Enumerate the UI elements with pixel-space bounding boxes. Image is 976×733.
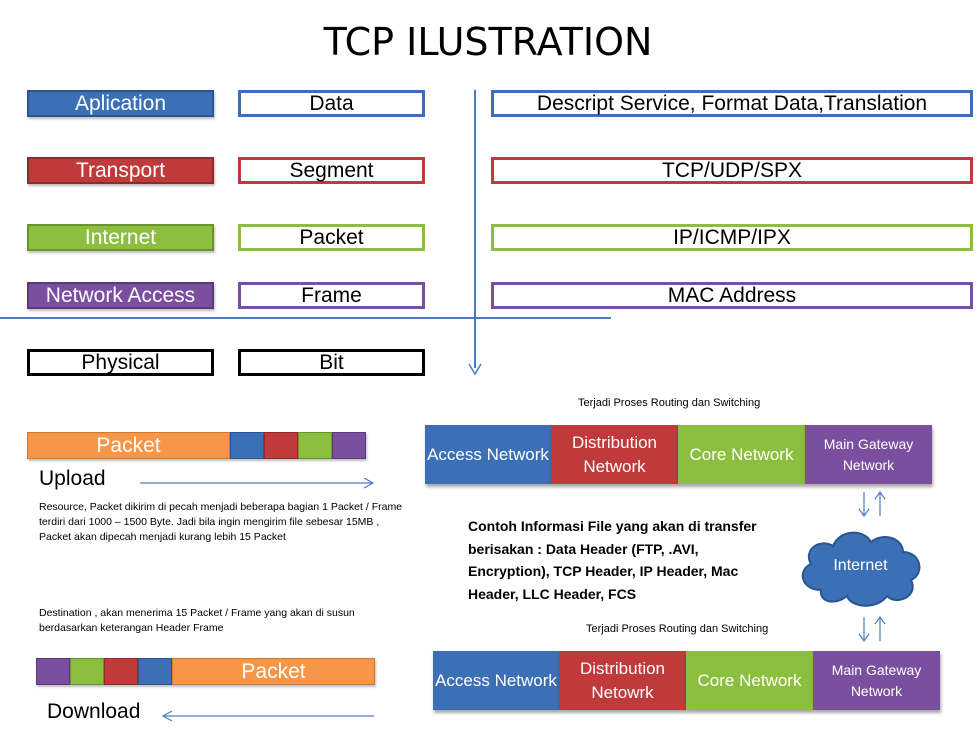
layer-unit-packet: Packet (238, 224, 425, 251)
upload-packet-bar: Packet (27, 432, 366, 459)
layer-name-physical: Physical (27, 349, 214, 376)
layer-name-internet: Internet (27, 224, 214, 251)
upload-segment-green (298, 432, 332, 459)
arrow-down-icon (468, 363, 482, 376)
upload-segment-red (264, 432, 298, 459)
access-network-block: Access Network (433, 651, 559, 710)
layer-unit-segment: Segment (238, 157, 425, 184)
routing-caption-top: Terjadi Proses Routing dan Switching (578, 397, 761, 409)
network-chain-bottom: Access Network Distribution Netowrk Core… (433, 651, 940, 710)
layer-protocol-application: Descript Service, Format Data,Translatio… (491, 90, 973, 117)
distribution-network-block: Distribution Netowrk (559, 651, 686, 710)
main-gateway-block: Main Gateway Network (813, 651, 940, 710)
routing-caption-bottom: Terjadi Proses Routing dan Switching (586, 623, 769, 635)
layer-protocol-network-access: MAC Address (491, 282, 973, 309)
network-chain-top: Access Network Distribution Network Core… (425, 425, 932, 484)
internet-label: Internet (833, 557, 888, 574)
layer-protocol-internet: IP/ICMP/IPX (491, 224, 973, 251)
layer-name-network-access: Network Access (27, 282, 214, 309)
layer-unit-frame: Frame (238, 282, 425, 309)
layer-name-transport: Transport (27, 157, 214, 184)
page-title: TCP ILUSTRATION (323, 20, 653, 64)
main-gateway-block: Main Gateway Network (805, 425, 932, 484)
download-segment-purple (36, 658, 70, 685)
core-network-block: Core Network (678, 425, 805, 484)
upload-segment-blue (230, 432, 264, 459)
up-down-arrows-icon (858, 615, 886, 643)
upload-packet-label: Packet (27, 432, 230, 459)
upload-arrow-icon (140, 477, 375, 489)
info-text: Contoh Informasi File yang akan di trans… (468, 518, 757, 602)
download-packet-bar: Packet (36, 658, 375, 685)
download-segment-blue (138, 658, 172, 685)
download-label: Download (47, 700, 141, 723)
horizontal-divider (0, 317, 611, 319)
layer-unit-data: Data (238, 90, 425, 117)
download-description: Destination , akan menerima 15 Packet / … (39, 607, 355, 634)
cloud-icon (801, 531, 921, 607)
vertical-divider (474, 90, 476, 368)
layer-unit-bit: Bit (238, 349, 425, 376)
internet-cloud: Internet (793, 520, 928, 612)
upload-label: Upload (39, 467, 106, 490)
download-segment-green (70, 658, 104, 685)
upload-description: Resource, Packet dikirim di pecah menjad… (39, 501, 403, 543)
download-arrow-icon (161, 710, 374, 722)
distribution-network-block: Distribution Network (551, 425, 678, 484)
layer-protocol-transport: TCP/UDP/SPX (491, 157, 973, 184)
upload-segment-purple (332, 432, 366, 459)
core-network-block: Core Network (686, 651, 813, 710)
layer-name-application: Aplication (27, 90, 214, 117)
download-packet-label: Packet (172, 658, 375, 685)
download-segment-red (104, 658, 138, 685)
up-down-arrows-icon (858, 490, 886, 518)
access-network-block: Access Network (425, 425, 551, 484)
